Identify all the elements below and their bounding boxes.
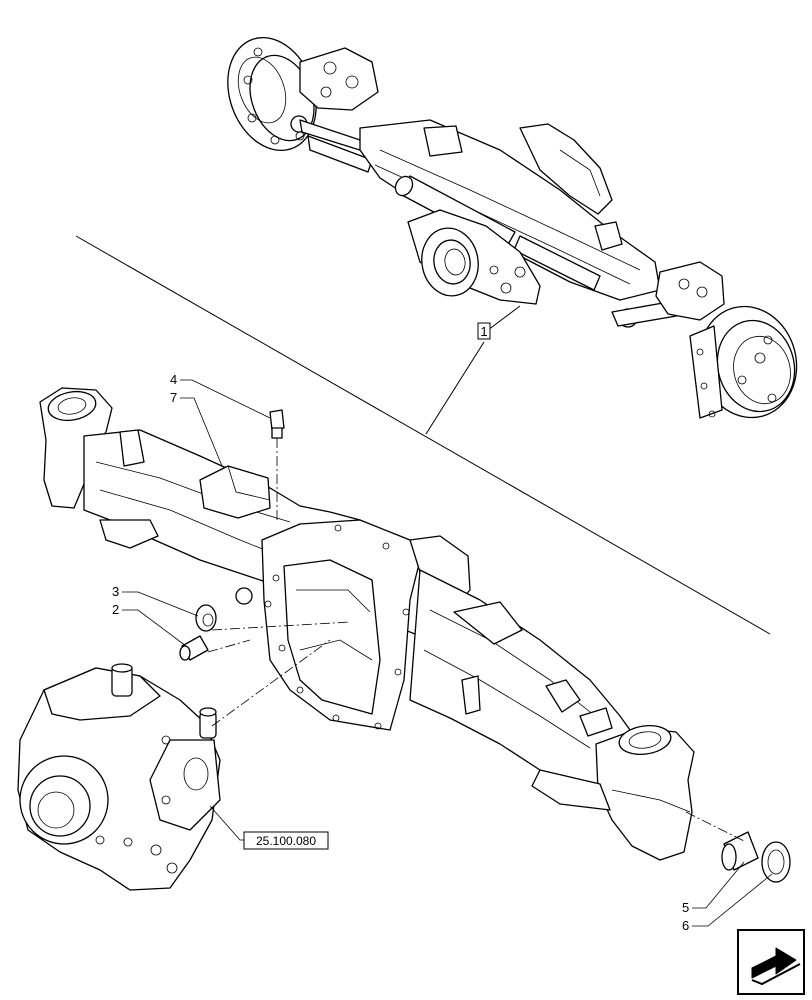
assembled-axle bbox=[227, 36, 798, 419]
svg-text:6: 6 bbox=[682, 918, 689, 933]
callout-6: 6 bbox=[682, 873, 773, 933]
callout-4: 4 bbox=[170, 372, 271, 419]
part-6-seal bbox=[761, 841, 791, 883]
reference-label[interactable]: 25.100.080 bbox=[256, 834, 316, 848]
callout-2: 2 bbox=[112, 602, 187, 647]
callout-5: 5 bbox=[682, 861, 745, 915]
callout-1: 1 bbox=[425, 305, 521, 435]
svg-text:2: 2 bbox=[112, 602, 119, 617]
svg-text:4: 4 bbox=[170, 372, 177, 387]
svg-text:3: 3 bbox=[112, 584, 119, 599]
part-2-pin bbox=[179, 635, 209, 661]
part-4-bolt bbox=[269, 409, 285, 520]
reference-box-differential[interactable]: 25.100.080 bbox=[209, 805, 329, 850]
callout-label-1: 1 bbox=[480, 324, 487, 339]
differential-carrier bbox=[17, 639, 331, 891]
svg-text:5: 5 bbox=[682, 900, 689, 915]
part-5-bushing bbox=[721, 831, 759, 871]
left-hub bbox=[227, 36, 379, 152]
separator-line bbox=[75, 235, 771, 635]
part-3-bushing bbox=[195, 604, 217, 632]
callout-7: 7 bbox=[170, 390, 223, 467]
right-hub bbox=[689, 305, 798, 419]
next-page-arrow-icon[interactable] bbox=[737, 929, 805, 995]
callout-3: 3 bbox=[112, 584, 199, 617]
svg-text:7: 7 bbox=[170, 390, 177, 405]
axle-housing bbox=[39, 387, 695, 861]
